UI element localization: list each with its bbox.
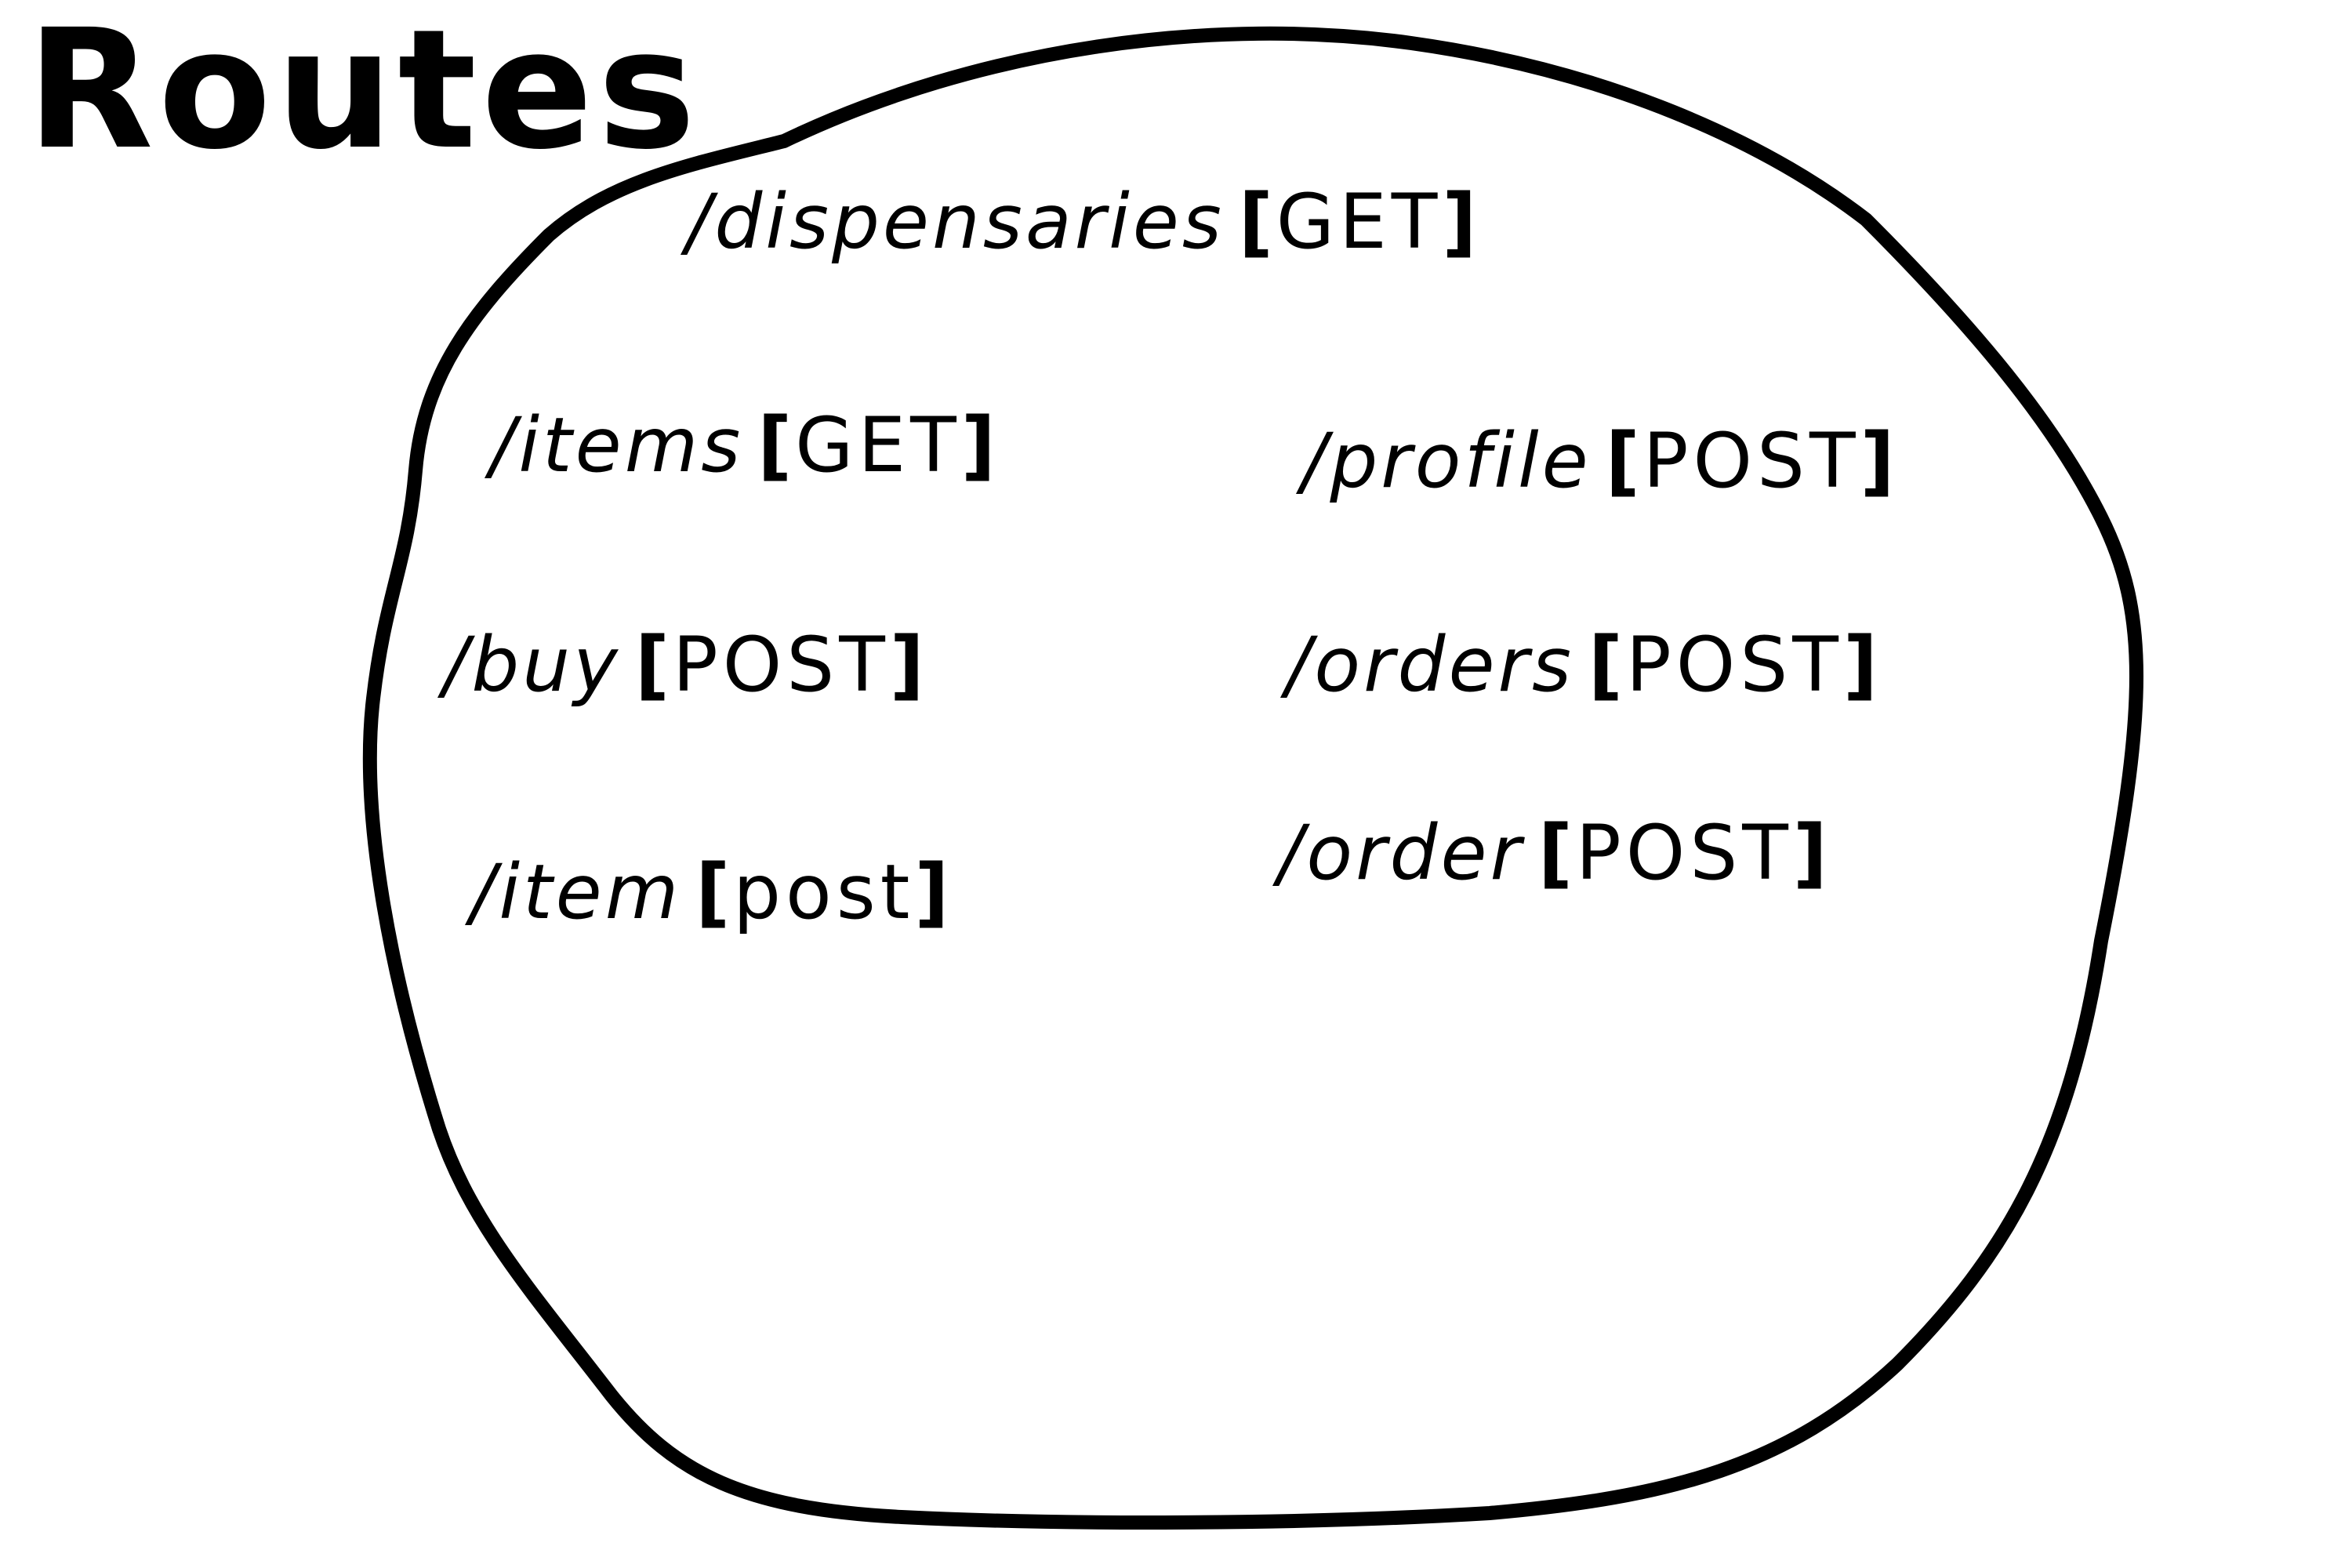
route-path: /dispensaries [686,178,1225,266]
route-path: /orders [1286,621,1575,709]
route-profile: /profile[POST] [1301,417,1898,505]
route-method: GET [795,401,961,489]
route-method: POST [672,621,890,709]
route-items: /items[GET] [490,401,999,489]
route-orders: /orders[POST] [1286,621,1881,709]
route-path: /item [470,848,682,936]
diagram-title: Routes [27,0,701,186]
route-buy: /buy[POST] [443,621,927,709]
route-dispensaries: /dispensaries[GET] [686,178,1480,266]
route-method: POST [1625,621,1843,709]
route-method: POST [1642,417,1860,505]
route-order: /order[POST] [1278,809,1831,897]
route-method: GET [1276,178,1443,266]
route-item: /item[post] [470,848,953,936]
route-path: /order [1278,809,1525,897]
route-path: /profile [1301,417,1592,505]
route-path: /buy [443,621,621,709]
route-method: POST [1575,809,1793,897]
route-method: post [733,848,915,936]
route-path: /items [490,401,744,489]
